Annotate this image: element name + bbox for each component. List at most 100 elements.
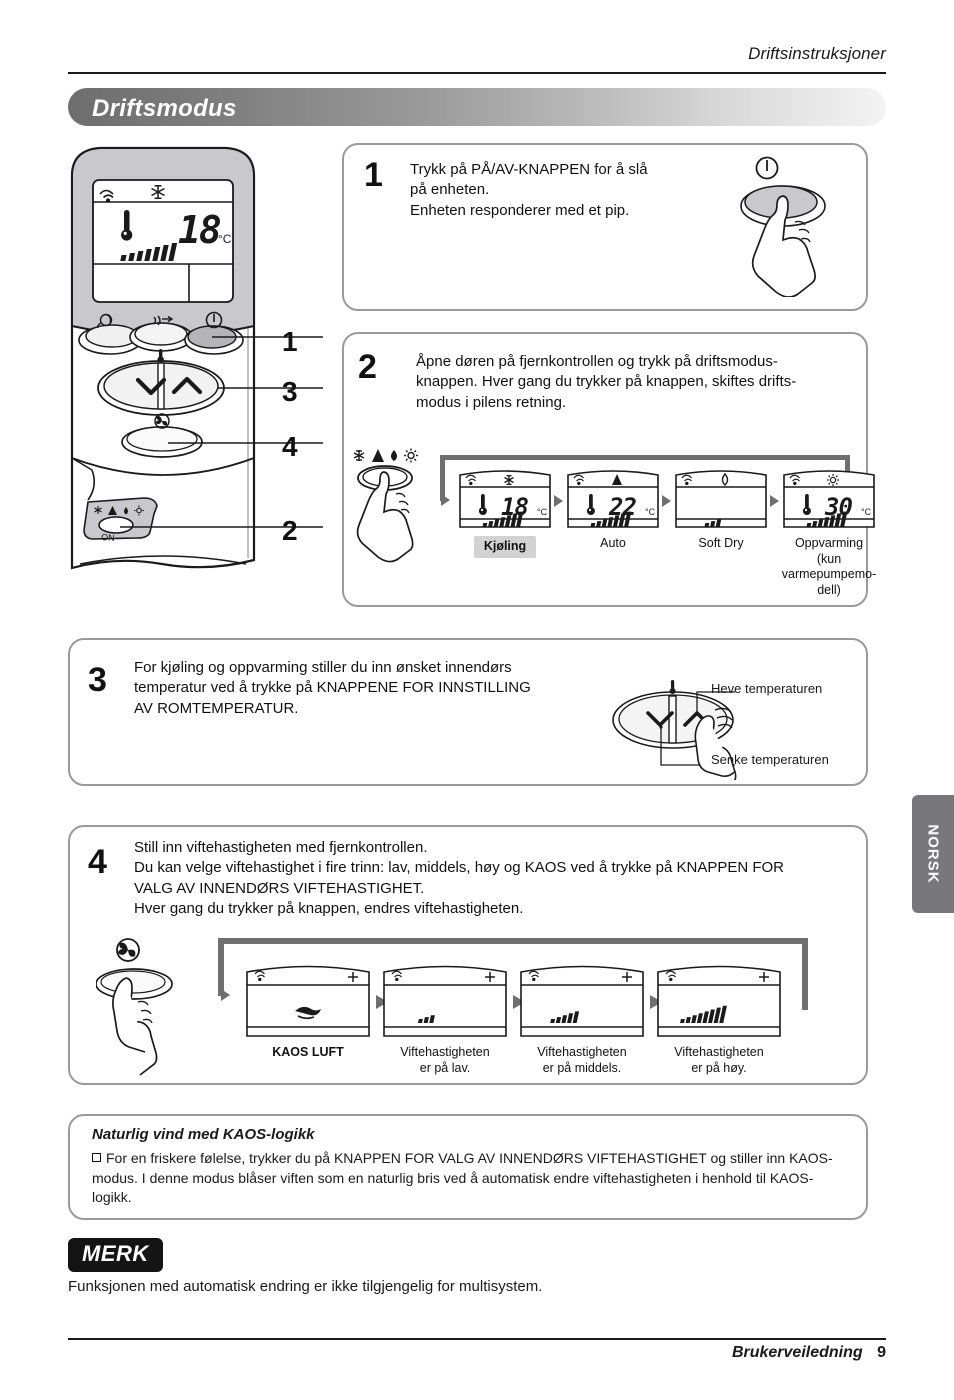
temp-down-chevron [135, 377, 167, 396]
step-2-number: 2 [358, 348, 377, 386]
fan-bars [704, 519, 722, 528]
fan-bars [120, 243, 178, 261]
thermometer-icon [478, 494, 487, 515]
mode-lcd-panel [673, 468, 769, 530]
step-4-number: 4 [88, 843, 107, 881]
step-3-temp-buttons-illustration [612, 680, 737, 780]
step-1-number: 1 [364, 156, 383, 194]
auto-icon [108, 506, 117, 515]
sun-icon [404, 448, 418, 463]
signal-icon [254, 970, 265, 982]
snowflake-icon [353, 450, 365, 461]
signal-icon [391, 970, 402, 982]
fan-speed-lcd-panel [517, 963, 647, 1039]
sun-icon [134, 505, 144, 516]
remote-callout-1: 1 [282, 326, 298, 357]
language-tab-label: NORSK [924, 824, 942, 884]
plus-icon [348, 972, 358, 982]
fan-speed-caption: Viftehastigheten er på høy. [674, 1045, 764, 1075]
signal-icon [665, 970, 676, 982]
droplet-icon [721, 472, 729, 486]
air-swing-icon [153, 315, 174, 326]
merk-badge: MERK [68, 1238, 163, 1272]
footer: Brukerveiledning 9 [732, 1344, 886, 1362]
fan-bars [550, 1011, 580, 1024]
step-4-loop-right [802, 938, 808, 1010]
language-tab-norsk: NORSK [912, 795, 954, 913]
kaos-note-body: For en friskere følelse, trykker du på K… [92, 1149, 850, 1208]
step-3-line-3: AV ROMTEMPERATUR. [134, 699, 299, 717]
step-2-box [342, 332, 868, 607]
plus-icon [759, 972, 769, 982]
fan-bars [590, 511, 632, 528]
snowflake-icon [151, 185, 165, 200]
step-2-line-3: modus i pilens retning. [416, 393, 567, 411]
callout-raise-temperature: Heve temperaturen [711, 681, 823, 696]
mode-caption: Auto [600, 536, 626, 550]
svg-text:°C: °C [218, 232, 232, 246]
snowflake-icon [94, 506, 102, 514]
step-2-mode-button-illustration [353, 448, 418, 563]
thermometer-icon [121, 210, 133, 241]
fan-bars [680, 1005, 727, 1024]
kaos-air-icon [295, 1006, 321, 1020]
signal-icon [681, 474, 692, 486]
fan-speed-caption: Viftehastigheten er på lav. [400, 1045, 490, 1075]
kaos-note-text: For en friskere følelse, trykker du på K… [92, 1150, 833, 1206]
remote-callout-lines [120, 336, 323, 528]
mode-caption: Kjøling [445, 536, 565, 558]
kaos-note-box: Naturlig vind med KAOS-logikk For en fri… [68, 1114, 868, 1220]
step-1-line-1: Trykk på PÅ/AV-KNAPPEN for å slå [410, 161, 648, 178]
step-2-line-2: knappen. Hver gang du trykker på knappen… [416, 373, 797, 391]
plus-icon [485, 972, 495, 982]
fan-bars [418, 1015, 435, 1024]
svg-text:ON: ON [101, 532, 115, 543]
step-4-loop-left [218, 938, 224, 996]
step-4-loop-top [218, 938, 808, 944]
callout-lower-temperature: Senke temperaturen [711, 752, 829, 767]
signal-icon [573, 474, 584, 486]
step-4-line-4: Hver gang du trykker på knappen, endres … [134, 899, 524, 917]
fan-speed-lcd-panel [243, 963, 373, 1039]
header-rule [68, 72, 886, 74]
fan-speed-lcd-panel [380, 963, 510, 1039]
auto-icon [612, 474, 622, 485]
fan-icon [154, 413, 170, 429]
step-4-line-1: Still inn viftehastigheten med fjernkont… [134, 839, 428, 856]
remote-callout-3: 3 [282, 376, 298, 407]
merk-text: Funksjonen med automatisk endring er ikk… [68, 1278, 543, 1295]
fan-bars [806, 511, 848, 528]
section-banner [68, 88, 886, 126]
thermometer-small-icon [669, 680, 676, 694]
power-icon [205, 311, 223, 329]
step-1-hand-illustration [740, 156, 826, 297]
droplet-icon [391, 450, 397, 461]
remote-control-illustration: 18 °C [58, 140, 333, 590]
step-4-line-2: Du kan velge viftehastighet i fire trinn… [134, 859, 784, 877]
remote-temperature: 18 [178, 208, 221, 252]
step-3-line-2: temperatur ved å trykke på KNAPPENE FOR … [134, 679, 531, 697]
mode-lcd-panel: 22°C [565, 468, 661, 530]
step-2-loop-top [440, 455, 850, 460]
step-4-line-3: VALG AV INNENDØRS VIFTEHASTIGHET. [134, 879, 425, 897]
svg-text:°C: °C [645, 507, 656, 517]
sun-icon [827, 474, 839, 486]
signal-icon [465, 474, 476, 486]
mode-icons-row [353, 448, 418, 463]
step-3-line-1: For kjøling og oppvarming stiller du inn… [134, 659, 512, 676]
step-4-fan-button-illustration [96, 938, 173, 1076]
step-2-loop-left [440, 455, 445, 501]
step-4-loop-arrow-in [221, 989, 230, 1001]
step-4-box [68, 825, 868, 1085]
mode-lcd-panel: 18°C [457, 468, 553, 530]
step-1-line-3: Enheten responderer med et pip. [410, 201, 630, 219]
svg-text:°C: °C [537, 507, 548, 517]
mode-sequence-arrow [662, 495, 671, 507]
callout-up-leader [696, 691, 735, 714]
step-2-line-1: Åpne døren på fjernkontrollen og trykk p… [416, 353, 778, 370]
footer-rule [68, 1338, 886, 1340]
mode-caption: Oppvarming (kun varmepumpemo- dell) [781, 536, 877, 597]
step-3-box [68, 638, 868, 786]
fan-icon [116, 938, 140, 962]
footer-manual-label: Brukerveiledning [731, 1344, 863, 1361]
